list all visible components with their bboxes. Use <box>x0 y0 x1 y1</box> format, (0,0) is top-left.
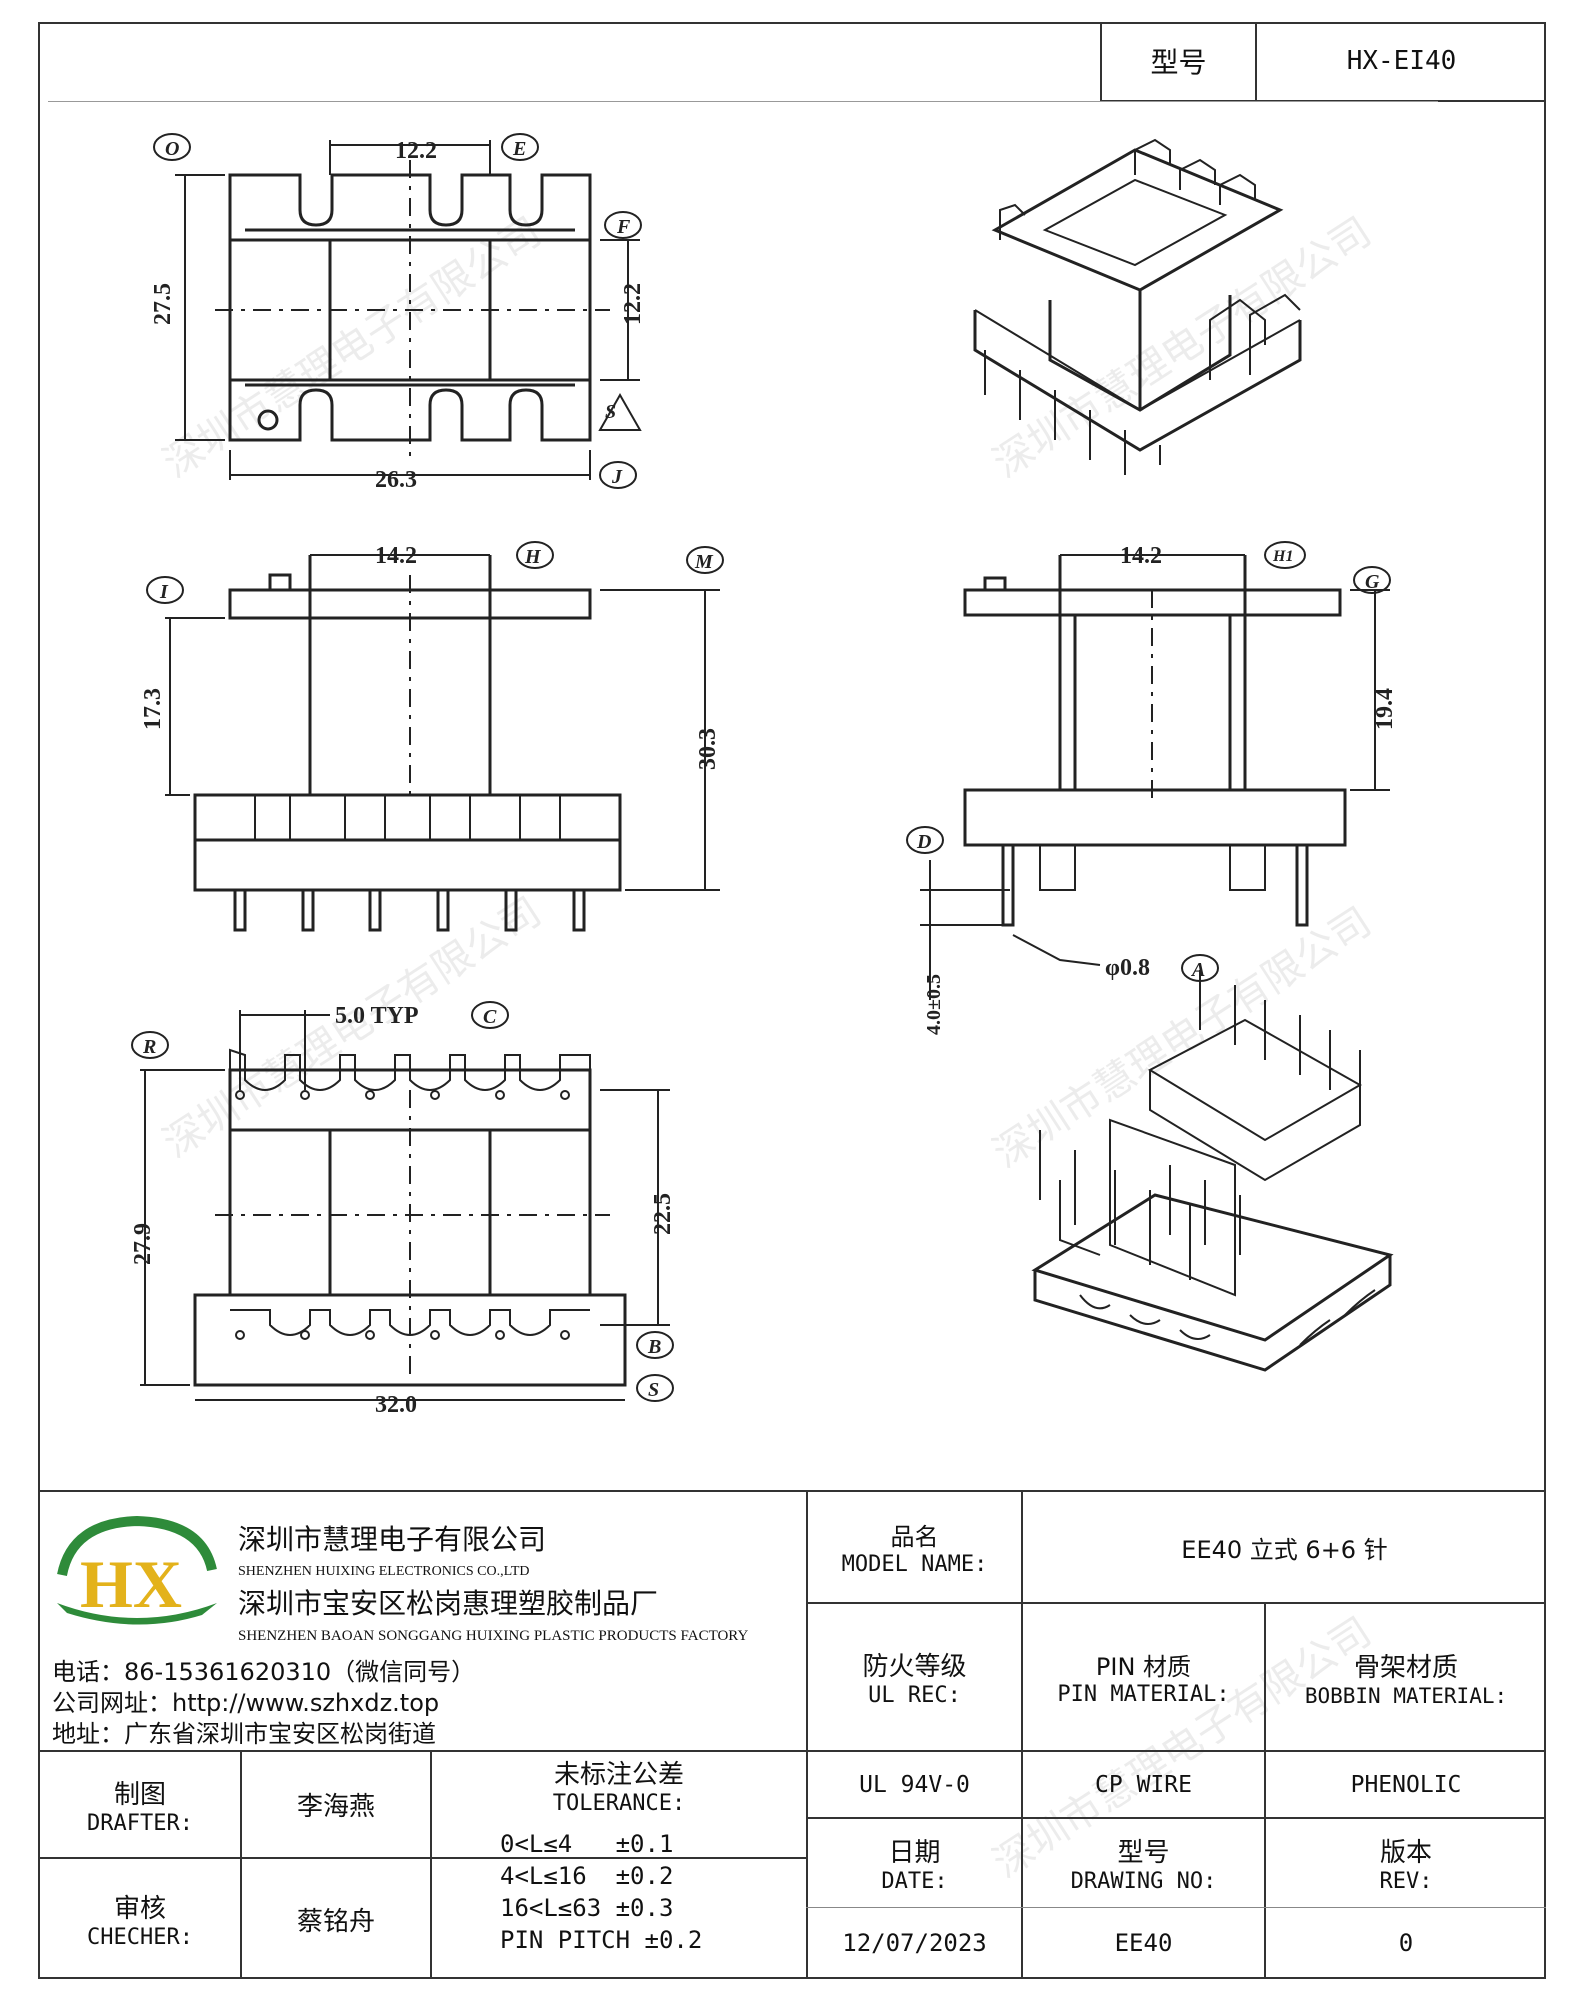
drafter-cn: 制图 <box>113 1779 166 1810</box>
drawing-no-label: 型号 DRAWING NO: <box>1023 1819 1264 1907</box>
tolerance-cn: 未标注公差 <box>553 1759 684 1790</box>
side-view <box>906 541 1391 1000</box>
dim-front-span: 14.2 <box>375 543 417 569</box>
tolerance-line: PIN PITCH ±0.2 <box>500 1926 703 1954</box>
mark-r: R <box>142 1036 156 1058</box>
header-model-label: 型号 <box>1150 46 1207 79</box>
tolerance-line: 0<L≤4 ±0.1 <box>500 1830 674 1858</box>
mark-m: M <box>694 551 714 573</box>
drawing-cn: 型号 <box>1117 1838 1170 1868</box>
factory-name-cn: 深圳市宝安区松岗惠理塑胶制品厂 <box>238 1587 659 1620</box>
front-view <box>146 541 724 932</box>
pin-material-label: PIN 材质 PIN MATERIAL: <box>1023 1604 1264 1750</box>
tolerance-line: 4<L≤16 ±0.2 <box>500 1862 674 1890</box>
date-en: DATE: <box>881 1869 948 1894</box>
rev-cn: 版本 <box>1379 1838 1432 1868</box>
dim-bottom-left: 27.9 <box>130 1223 156 1265</box>
drawing-en: DRAWING NO: <box>1070 1869 1217 1894</box>
model-name-value: EE40 立式 6+6 针 <box>1181 1535 1388 1564</box>
ul-rec-label: 防火等级 UL REC: <box>808 1604 1021 1750</box>
checker-label: 审核 CHECHER: <box>40 1859 240 1979</box>
tolerance-line: 16<L≤63 ±0.3 <box>500 1894 674 1922</box>
mark-h1: H1 <box>1272 548 1293 565</box>
mark-e: E <box>512 138 526 160</box>
mark-j: J <box>611 466 623 488</box>
mark-f: F <box>616 216 631 238</box>
dim-side-right: 19.4 <box>1372 688 1398 730</box>
drawing-frame <box>38 22 1546 1979</box>
mark-o: O <box>165 138 179 160</box>
dim-bottom-pitch: 5.0 TYP <box>335 1003 419 1029</box>
drafter-en: DRAFTER: <box>87 1810 193 1836</box>
rev-label: 版本 REV: <box>1266 1819 1546 1907</box>
ul-value: UL 94V-0 <box>859 1771 970 1798</box>
bobbin-value: PHENOLIC <box>1350 1771 1462 1798</box>
date-value: 12/07/2023 <box>842 1929 987 1957</box>
factory-name-en: SHENZHEN BAOAN SONGGANG HUIXING PLASTIC … <box>238 1628 749 1644</box>
company-name-en: SHENZHEN HUIXING ELECTRONICS CO.,LTD <box>238 1564 530 1579</box>
isometric-view-top <box>973 138 1302 475</box>
drafter-label: 制图 DRAFTER: <box>40 1752 240 1857</box>
dim-top-width: 12.2 <box>395 138 437 164</box>
mark-s2: S <box>648 1379 659 1401</box>
pin-value: CP WIRE <box>1095 1771 1192 1798</box>
pin-cn: PIN 材质 <box>1095 1653 1192 1681</box>
dim-side-pin: 4.0±0.5 <box>923 974 945 1035</box>
header-model-value: HX-EI40 <box>1346 46 1457 76</box>
model-name-cn: 品名 <box>890 1523 939 1551</box>
date-label: 日期 DATE: <box>808 1819 1021 1907</box>
technical-drawing: 12.2 27.5 12.2 26.3 O E F S J <box>130 133 1398 1418</box>
checker-cn: 审核 <box>113 1894 166 1924</box>
mark-c: C <box>483 1006 497 1028</box>
tolerance-label: 未标注公差 TOLERANCE: <box>432 1752 806 1817</box>
dim-bottom-width: 32.0 <box>375 1392 417 1418</box>
bobbin-en: BOBBIN MATERIAL: <box>1304 1683 1508 1708</box>
mark-d: D <box>916 831 931 853</box>
checker-name: 蔡铭舟 <box>296 1906 375 1937</box>
mark-a: A <box>1190 959 1205 981</box>
bottom-view <box>131 1001 674 1402</box>
mark-g: G <box>1365 571 1380 593</box>
drafter-name: 李海燕 <box>296 1792 375 1822</box>
pin-en: PIN MATERIAL: <box>1057 1682 1230 1707</box>
dim-front-left: 17.3 <box>140 688 166 730</box>
drawing-no-value: EE40 <box>1114 1929 1173 1957</box>
dim-side-span: 14.2 <box>1120 543 1162 569</box>
ul-en: UL REC: <box>868 1683 961 1708</box>
ul-cn: 防火等级 <box>862 1652 967 1682</box>
dim-top-bottom: 26.3 <box>375 467 417 493</box>
rev-value: 0 <box>1398 1929 1414 1957</box>
bobbin-cn: 骨架材质 <box>1353 1652 1458 1683</box>
logo-text: HX <box>80 1546 182 1622</box>
company-address: 地址：广东省深圳市宝安区松岗街道 <box>52 1720 436 1748</box>
company-website[interactable]: 公司网址：http://www.szhxdz.top <box>52 1689 440 1717</box>
company-name-cn: 深圳市慧理电子有限公司 <box>238 1523 547 1556</box>
mark-h: H <box>524 546 542 568</box>
company-phone: 电话：86-15361620310（微信同号） <box>52 1658 476 1686</box>
company-logo: HX <box>57 1515 217 1625</box>
dim-top-right: 12.2 <box>620 283 646 325</box>
top-view <box>153 133 642 489</box>
mark-i: I <box>159 581 169 603</box>
dim-side-dia: φ0.8 <box>1105 955 1150 981</box>
model-name-en: MODEL NAME: <box>841 1552 988 1577</box>
mark-b: B <box>647 1336 661 1358</box>
dim-bottom-right: 22.5 <box>650 1193 676 1235</box>
checker-en: CHECHER: <box>87 1925 193 1950</box>
dim-top-height: 27.5 <box>150 283 176 325</box>
tolerance-en: TOLERANCE: <box>552 1790 686 1816</box>
bobbin-material-label: 骨架材质 BOBBIN MATERIAL: <box>1266 1604 1546 1750</box>
date-cn: 日期 <box>888 1838 941 1868</box>
isometric-view-bottom <box>1031 970 1394 1372</box>
model-name-label: 品名 MODEL NAME: <box>808 1492 1021 1602</box>
dim-front-right: 30.3 <box>695 728 721 770</box>
rev-en: REV: <box>1379 1869 1433 1894</box>
